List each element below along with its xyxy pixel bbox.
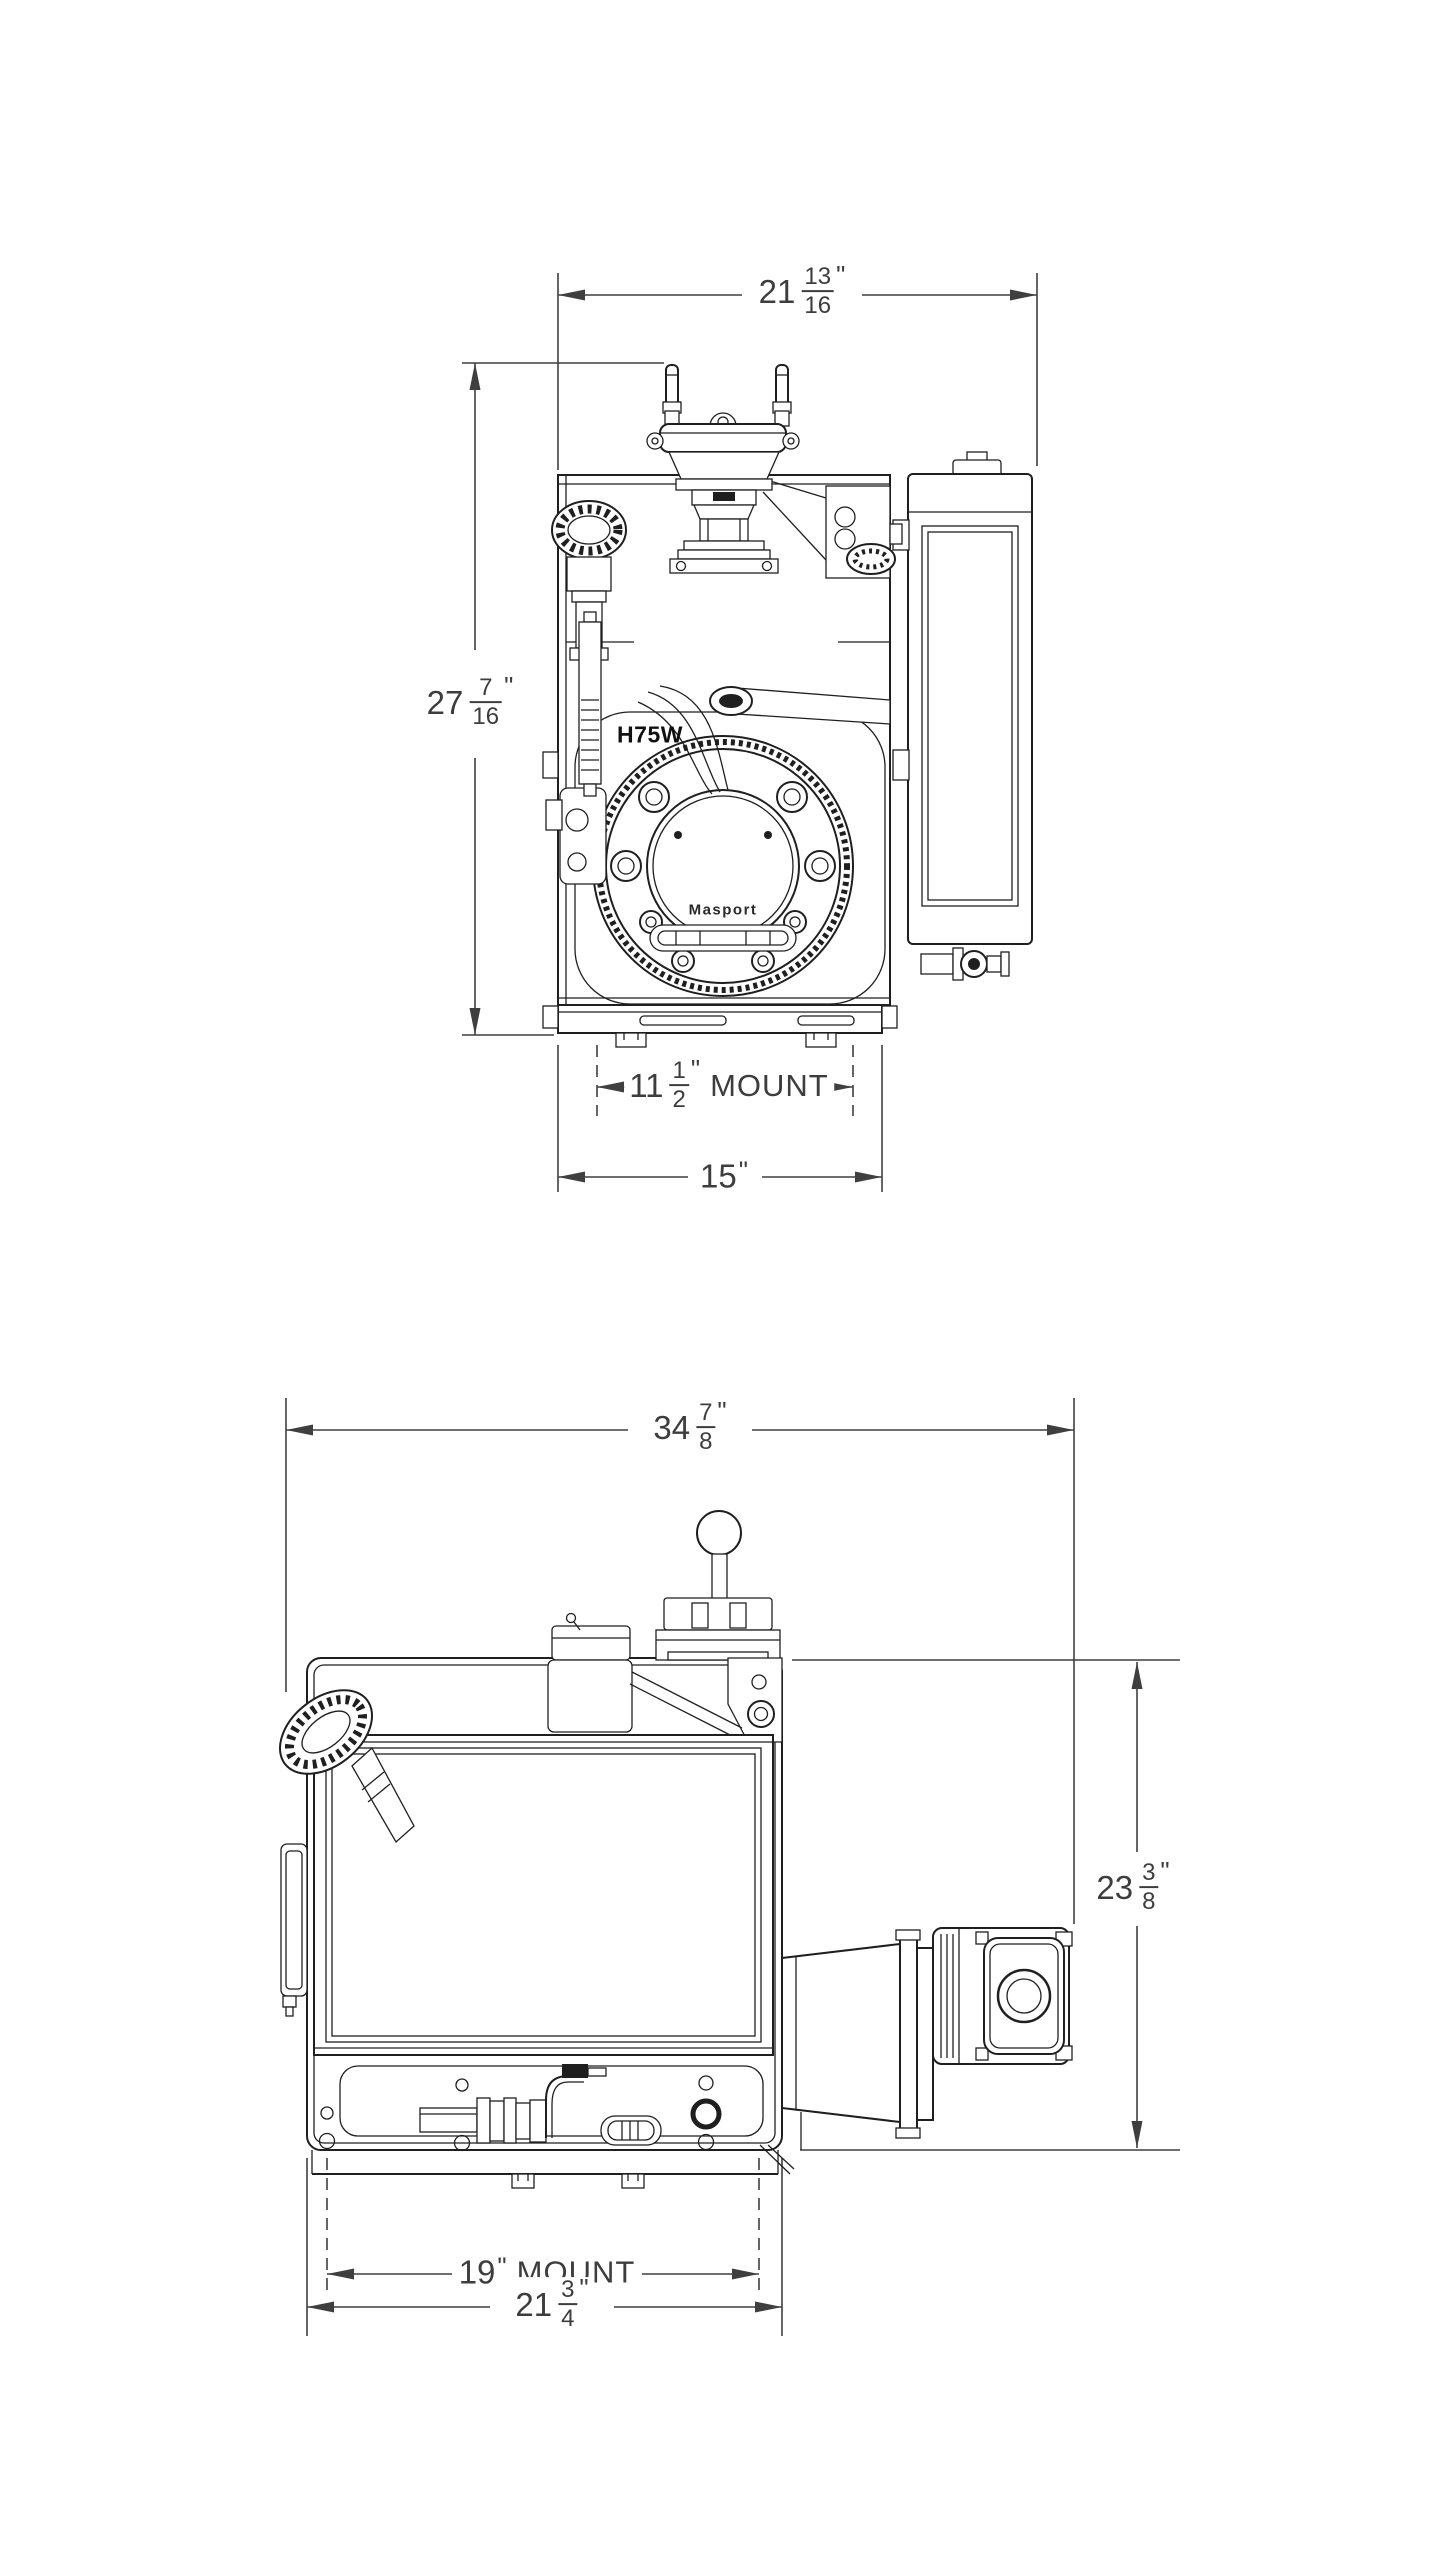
dim-plan-overall-width-label: 34 7 8 " — [648, 1396, 732, 1456]
plan-motor — [932, 1927, 1073, 2065]
plan-base-rail — [311, 2144, 795, 2189]
dim-fraction: 7 8 — [696, 1399, 716, 1456]
pump-bolts — [610, 781, 836, 973]
inch-mark: " — [1160, 1856, 1170, 1887]
plan-carry-handle — [655, 1510, 781, 1661]
plan-corner-bracket — [727, 1657, 783, 1743]
dim-front-base-width-lines — [557, 1045, 883, 1192]
dim-value: 27 — [426, 684, 464, 722]
brand-label: Masport — [688, 901, 758, 919]
dim-value: 21 — [758, 273, 796, 311]
dim-plan-mount-lines — [326, 2158, 760, 2296]
dim-plan-overall-width-lines — [285, 1398, 1075, 1924]
dim-front-overall-width-label: 21 13 16 " — [753, 260, 851, 320]
dim-value: 21 — [515, 2286, 553, 2324]
inlet-flange-stack — [669, 478, 779, 574]
oil-sight-glass — [578, 611, 602, 797]
dim-plan-overall-length-lines — [306, 2158, 783, 2336]
inch-mark: " — [497, 2251, 507, 2282]
dim-front-overall-width-lines — [557, 273, 1038, 470]
plan-bottom-fittings — [318, 2064, 764, 2152]
dim-value: 34 — [653, 1409, 691, 1447]
oil-reservoir-tank — [892, 451, 1033, 981]
dim-front-overall-height-label: 27 7 16 " — [421, 671, 519, 731]
dim-value: 23 — [1096, 1869, 1134, 1907]
dim-front-base-width-label: 15 " — [695, 1155, 753, 1195]
dim-value: 11 — [629, 1067, 664, 1105]
plan-side-plate — [280, 1843, 308, 2017]
dim-fraction: 3 8 — [1139, 1859, 1159, 1916]
dim-value: 19 — [458, 2253, 496, 2291]
front-view-machine — [542, 364, 1033, 1048]
inch-mark: " — [717, 1396, 727, 1427]
inch-mark: " — [836, 260, 846, 291]
dim-front-overall-height-lines — [462, 362, 664, 1036]
inch-mark: " — [738, 1155, 748, 1186]
model-label: H75W — [617, 721, 683, 748]
dim-plan-overall-depth-label: 23 3 8 " — [1091, 1856, 1175, 1916]
plan-oil-filler — [278, 1689, 415, 1844]
plan-latch-bracket — [547, 1612, 743, 1739]
plan-view-machine — [278, 1510, 1073, 2189]
pump-bearing-plate — [545, 711, 886, 1005]
base-frame — [542, 751, 898, 1048]
discharge-pipe — [637, 685, 891, 795]
dim-fraction: 13 16 — [801, 263, 835, 320]
dim-fraction: 3 4 — [558, 2276, 578, 2333]
dim-fraction: 7 16 — [469, 674, 503, 731]
mount-suffix: MOUNT — [710, 1068, 829, 1104]
dim-plan-overall-length-label: 21 3 4 " — [510, 2273, 594, 2333]
inch-mark: " — [579, 2273, 589, 2304]
dim-front-mount-label: 11 1 2 " MOUNT — [624, 1054, 834, 1114]
tank-drain-valve — [920, 947, 1010, 981]
lifting-handle — [646, 364, 800, 480]
dim-plan-overall-depth-lines — [792, 1659, 1180, 2151]
inch-mark: " — [690, 1054, 701, 1085]
inch-mark: " — [504, 671, 514, 702]
dim-fraction: 1 2 — [669, 1057, 689, 1114]
dim-value: 15 — [700, 1157, 737, 1195]
plan-bellhousing — [781, 1929, 934, 2150]
